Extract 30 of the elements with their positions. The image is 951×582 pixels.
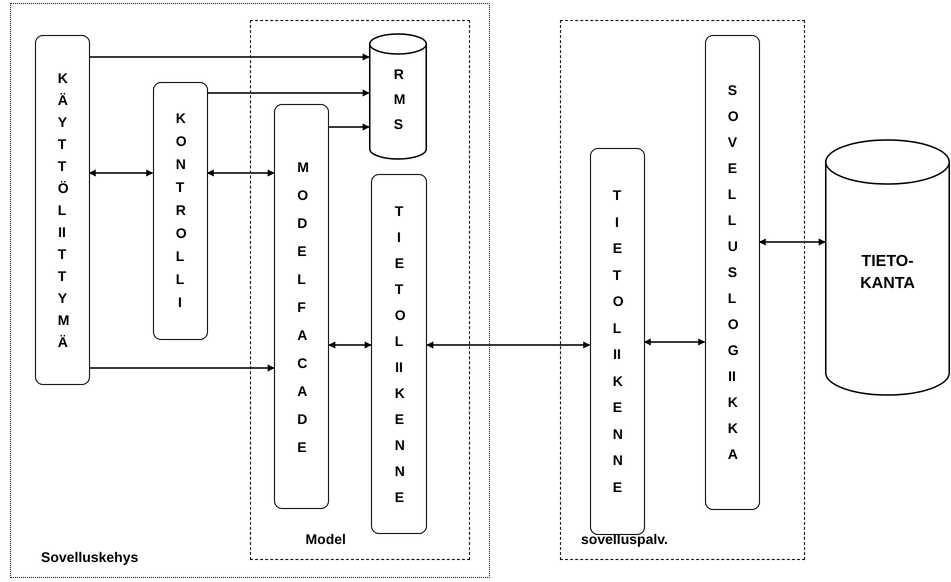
frame-label: Model: [306, 530, 346, 546]
component-box: [590, 148, 644, 534]
arrow: [206, 170, 275, 176]
frame-label: sovelluspalv.: [581, 531, 668, 547]
component-box: [34, 34, 90, 384]
node-label: TIETO- KANTA: [859, 252, 916, 294]
group-frame: [250, 20, 470, 560]
arrow: [208, 90, 370, 96]
vertical-label: TIETOLIIKENNE: [612, 186, 624, 496]
vertical-label: TIETOLIIKENNE: [394, 202, 406, 507]
component-box: [152, 82, 208, 340]
component-box: [371, 174, 427, 534]
component-box: [704, 34, 760, 510]
arrow: [329, 124, 370, 130]
vertical-label: KONTROLLI: [174, 109, 187, 312]
arrow: [644, 338, 706, 346]
group-frame: [560, 20, 805, 560]
arrow: [758, 238, 826, 246]
arrow: [90, 364, 275, 372]
vertical-label: KÄYTTÖLIITTYMÄ: [56, 68, 69, 352]
arrow: [90, 54, 370, 60]
arrow: [88, 170, 154, 176]
vertical-label: SOVELLUSLOGIIKKA: [726, 81, 739, 464]
group-frame: [10, 3, 490, 578]
arrow: [426, 342, 590, 348]
vertical-label: MODEL FACADE: [296, 158, 308, 456]
vertical-label: RMS: [392, 64, 405, 134]
arrow: [328, 342, 372, 348]
component-box: [274, 104, 329, 509]
frame-label: Sovelluskehys: [41, 549, 138, 565]
